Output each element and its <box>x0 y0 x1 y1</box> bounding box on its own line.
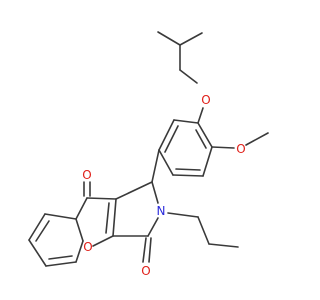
pyranone-ring <box>75 197 117 247</box>
methoxyphenyl-ring <box>158 119 213 177</box>
ether-bond <box>197 107 204 124</box>
propyl-chain <box>167 212 239 248</box>
lactam-carbonyl <box>142 237 152 263</box>
methoxy-group <box>211 132 269 149</box>
structure-diagram: O O O O O N <box>28 31 269 278</box>
molecule-canvas: O O O O O N <box>28 31 269 278</box>
isobutyl-chain <box>157 31 203 84</box>
lactam-ring <box>105 181 159 237</box>
ring-oxygen-label: O <box>83 240 92 254</box>
aryl-link-bond <box>151 149 160 183</box>
lactam-oxygen-label: O <box>141 264 150 278</box>
ether-oxygen-label: O <box>201 93 210 107</box>
nitrogen-label: N <box>157 204 166 218</box>
ketone-carbonyl <box>83 181 91 197</box>
ketone-oxygen-label: O <box>82 168 91 182</box>
benzo-ring <box>28 213 84 267</box>
methoxy-oxygen-label: O <box>236 142 245 156</box>
